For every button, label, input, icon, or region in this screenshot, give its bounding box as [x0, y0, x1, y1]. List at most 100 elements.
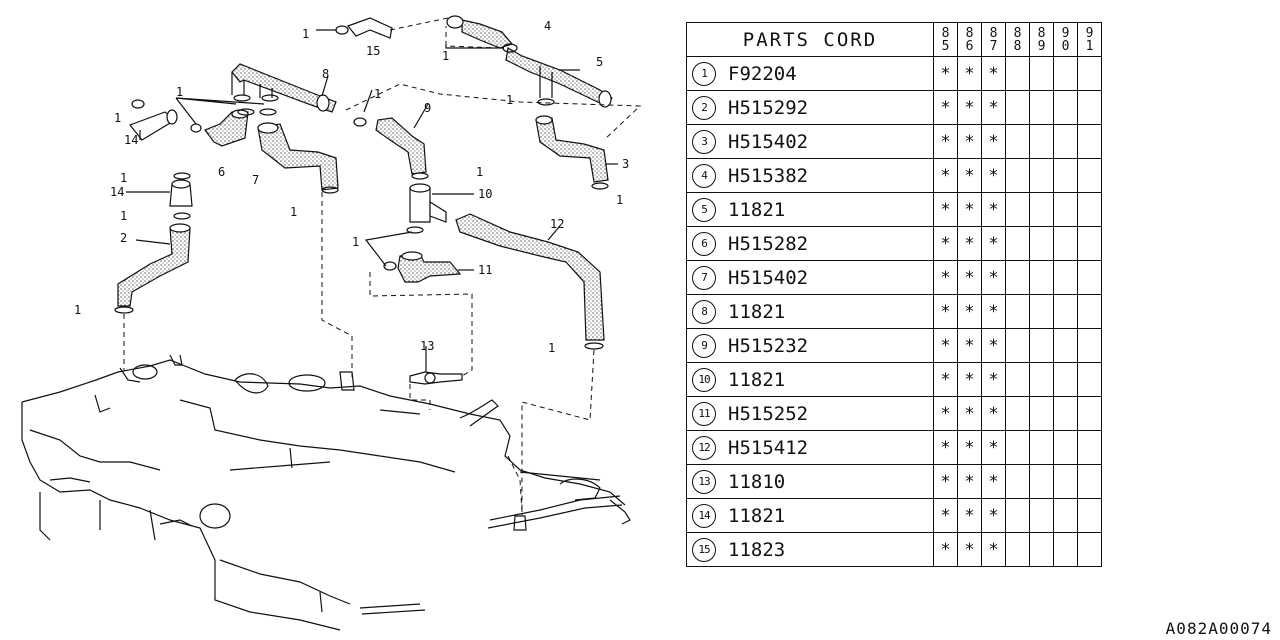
callout-8: 8 [322, 67, 329, 81]
applicability-mark [1053, 396, 1078, 431]
part-code: H515402 [728, 130, 809, 153]
callout-1: 1 [506, 93, 513, 107]
applicability-mark [1029, 498, 1054, 533]
applicability-mark [1005, 124, 1030, 159]
callout-13: 13 [420, 339, 434, 353]
applicability-mark: * [957, 464, 982, 499]
applicability-mark [1029, 464, 1054, 499]
applicability-mark [1077, 158, 1102, 193]
callout-1: 1 [442, 49, 449, 63]
applicability-mark [1005, 192, 1030, 227]
applicability-mark [1077, 192, 1102, 227]
callout-1: 1 [374, 87, 381, 101]
item-number-badge: 14 [692, 503, 716, 528]
applicability-mark: * [933, 362, 958, 397]
part-14 [129, 109, 193, 207]
applicability-mark [1053, 362, 1078, 397]
item-number-badge: 4 [692, 163, 716, 188]
part-code: 11823 [728, 538, 786, 561]
applicability-mark [1077, 124, 1102, 159]
applicability-mark [1005, 56, 1030, 91]
year-digit: 1 [1085, 38, 1094, 54]
applicability-mark: * [933, 124, 958, 159]
applicability-mark [1053, 226, 1078, 261]
callout-1: 1 [548, 341, 555, 355]
applicability-mark [1077, 464, 1102, 499]
part-code: 11821 [728, 504, 786, 527]
applicability-mark: * [933, 90, 958, 125]
callout-1: 1 [290, 205, 297, 219]
part-code: 11821 [728, 368, 786, 391]
part-code: H515292 [728, 96, 809, 119]
applicability-mark: * [933, 532, 958, 567]
applicability-mark [1029, 430, 1054, 465]
callout-10: 10 [478, 187, 492, 201]
item-number-badge: 7 [692, 265, 716, 290]
applicability-mark: * [957, 192, 982, 227]
year-digit: 8 [965, 25, 974, 41]
item-number-badge: 11 [692, 401, 716, 426]
applicability-mark: * [981, 260, 1006, 295]
part-15 [347, 17, 393, 39]
applicability-mark: * [981, 226, 1006, 261]
year-digit: 6 [965, 38, 974, 54]
applicability-mark [1077, 328, 1102, 363]
callout-1: 1 [74, 303, 81, 317]
applicability-mark [1005, 498, 1030, 533]
applicability-mark: * [933, 226, 958, 261]
applicability-mark: * [933, 260, 958, 295]
applicability-mark: * [933, 464, 958, 499]
item-number-badge: 8 [692, 299, 716, 324]
callout-labels: 1 15 4 1 5 8 1 1 1 1 9 14 6 7 3 1 1 14 1… [74, 19, 629, 355]
applicability-mark [1005, 226, 1030, 261]
diagram-code: A082A00074 [1165, 619, 1272, 638]
callout-6: 6 [218, 165, 225, 179]
callout-3: 3 [622, 157, 629, 171]
applicability-mark [1029, 294, 1054, 329]
part-13 [409, 371, 463, 385]
year-digit: 8 [1013, 38, 1022, 54]
applicability-mark [1053, 430, 1078, 465]
applicability-mark [1077, 532, 1102, 567]
hose-12 [455, 213, 605, 341]
applicability-mark [1077, 430, 1102, 465]
applicability-mark [1053, 464, 1078, 499]
year-digit: 8 [1037, 25, 1046, 41]
part-code: H515382 [728, 164, 809, 187]
applicability-mark [1029, 90, 1054, 125]
applicability-mark: * [957, 498, 982, 533]
applicability-mark: * [957, 328, 982, 363]
applicability-mark: * [981, 464, 1006, 499]
callout-1: 1 [176, 85, 183, 99]
item-number-badge: 13 [692, 469, 716, 494]
item-number-badge: 2 [692, 95, 716, 120]
item-number-badge: 10 [692, 367, 716, 392]
applicability-mark [1053, 260, 1078, 295]
applicability-mark: * [933, 498, 958, 533]
applicability-mark [1077, 362, 1102, 397]
applicability-mark [1005, 430, 1030, 465]
part-10 [409, 183, 447, 223]
applicability-mark: * [981, 396, 1006, 431]
part-code-cell: 4 H515382 [686, 158, 934, 193]
applicability-mark [1005, 362, 1030, 397]
hose-6 [204, 109, 249, 147]
applicability-mark [1005, 464, 1030, 499]
part-code: H515412 [728, 436, 809, 459]
part-code: H515232 [728, 334, 809, 357]
applicability-mark [1029, 226, 1054, 261]
